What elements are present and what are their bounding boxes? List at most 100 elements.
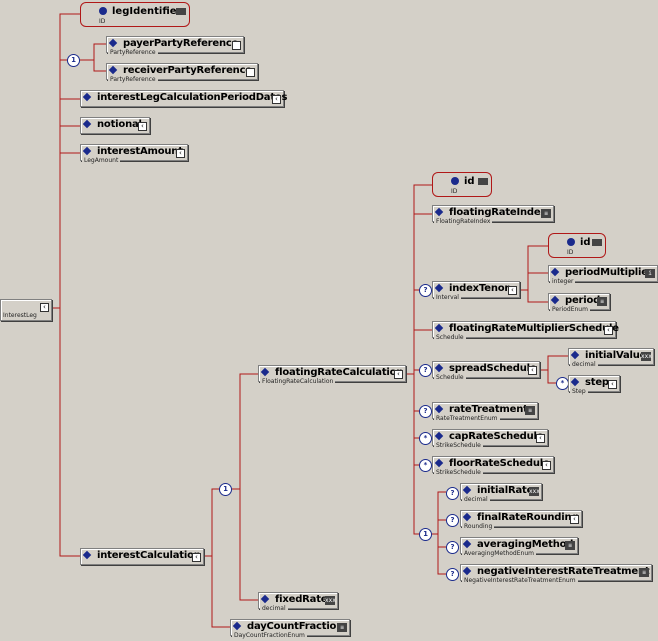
node-step[interactable]: step ‹ (568, 375, 620, 392)
attribute-id[interactable]: id ID (432, 172, 492, 197)
attribute-name: id (464, 176, 475, 187)
element-type: PartyReference (108, 76, 158, 83)
element-type: NegativeInterestRateTreatmentEnum (462, 577, 578, 584)
attribute-icon (567, 238, 575, 246)
element-icon (462, 485, 472, 495)
element-type: Step (570, 388, 588, 395)
attribute-name: legIdentifier (112, 6, 182, 17)
many-icon: * (419, 432, 432, 445)
enum-type-icon: ≡ (525, 406, 535, 415)
element-type: Schedule (434, 374, 466, 381)
node-indextenor[interactable]: indexTenor ‹ (432, 281, 520, 298)
simple-type-icon: xxx (325, 596, 336, 605)
node-interestamount[interactable]: interestAmount ‹ (80, 144, 188, 161)
node-receiverpartyreference[interactable]: receiverPartyReference (106, 63, 258, 80)
element-type: LegAmount (82, 157, 121, 164)
node-periodmultiplier[interactable]: periodMultiplier i (548, 265, 658, 282)
node-floatingrateindex[interactable]: floatingRateIndex ≡ (432, 205, 554, 222)
node-spreadschedule[interactable]: spreadSchedule ‹ (432, 361, 540, 378)
node-finalraterounding[interactable]: finalRateRounding ‹ (460, 510, 582, 527)
root-type: InterestLeg (3, 312, 37, 319)
element-icon (82, 550, 92, 560)
optional-icon: ? (419, 364, 432, 377)
expand-icon[interactable]: ‹ (394, 370, 403, 379)
attribute-id[interactable]: id ID (548, 233, 606, 258)
element-type: decimal (570, 361, 598, 368)
expand-icon[interactable]: ‹ (508, 286, 517, 295)
element-icon (550, 295, 560, 305)
element-name: period (565, 295, 601, 306)
expand-icon[interactable]: ‹ (272, 95, 281, 104)
element-name: floatingRateIndex (449, 207, 547, 218)
element-icon (434, 363, 444, 373)
attribute-type: ID (567, 249, 574, 256)
optional-icon: ? (446, 487, 459, 500)
choice-icon: 1 (67, 54, 80, 67)
element-name: initialValue (585, 350, 647, 361)
element-type: integer (550, 278, 576, 285)
expand-icon[interactable]: ‹ (528, 366, 537, 375)
node-interestlegcalculationperioddates[interactable]: interestLegCalculationPeriodDates ‹ (80, 90, 287, 107)
element-icon (570, 377, 580, 387)
element-type: PartyReference (108, 49, 158, 56)
attribute-icon (451, 177, 459, 185)
element-name: finalRateRounding (477, 512, 579, 523)
expand-icon[interactable] (246, 68, 255, 77)
optional-icon: ? (419, 284, 432, 297)
element-name: fixedRate (275, 594, 328, 605)
node-payerpartyreference[interactable]: payerPartyReference (106, 36, 244, 53)
element-icon (570, 350, 580, 360)
element-icon (434, 283, 444, 293)
optional-icon: ? (446, 514, 459, 527)
node-initialvalue[interactable]: initialValue xxx (568, 348, 654, 365)
optional-icon: ? (419, 405, 432, 418)
node-capratesched[interactable]: capRateSchedule ‹ (432, 429, 548, 446)
element-type: Interval (434, 294, 461, 301)
expand-icon[interactable]: ‹ (542, 461, 551, 470)
element-name: floorRateSchedule (449, 458, 550, 469)
element-type: Schedule (434, 334, 466, 341)
simple-type-icon (176, 8, 186, 15)
node-interestcalculation[interactable]: interestCalculation ‹ (80, 548, 204, 565)
many-icon: * (419, 459, 432, 472)
attribute-name: id (580, 237, 591, 248)
expand-icon[interactable]: ‹ (570, 515, 579, 524)
node-floatingratemultiplierschedule[interactable]: floatingRateMultiplierSchedule ‹ (432, 321, 619, 338)
element-type: decimal (462, 496, 490, 503)
element-type: RateTreatmentEnum (434, 415, 500, 422)
optional-icon: ? (446, 568, 459, 581)
attribute-legidentifier[interactable]: legIdentifier ID (80, 2, 190, 27)
expand-icon[interactable]: ‹ (604, 326, 613, 335)
expand-icon[interactable]: ‹ (536, 434, 545, 443)
simple-type-icon (592, 239, 602, 246)
element-name: interestCalculation (97, 550, 201, 561)
choice-icon: 1 (419, 528, 432, 541)
element-type: Rounding (462, 523, 495, 530)
element-icon (108, 38, 118, 48)
node-fixedrate[interactable]: fixedRate xxx (258, 592, 338, 609)
simple-type-icon: xxx (641, 352, 652, 361)
attribute-type: ID (99, 18, 106, 25)
element-name: payerPartyReference (123, 38, 239, 49)
expand-icon[interactable] (232, 41, 241, 50)
element-name: notional (97, 119, 142, 130)
element-type: DayCountFractionEnum (232, 632, 307, 639)
element-name: initialRate (477, 485, 534, 496)
element-icon (108, 65, 118, 75)
node-notional[interactable]: notional ‹ (80, 117, 150, 134)
element-icon (462, 539, 472, 549)
node-initialrate[interactable]: initialRate xxx (460, 483, 542, 500)
element-icon (82, 119, 92, 129)
expand-icon[interactable]: ‹ (192, 553, 201, 562)
integer-type-icon: i (645, 269, 655, 278)
enum-type-icon: ≡ (337, 623, 347, 632)
element-icon (462, 566, 472, 576)
expand-icon[interactable]: ‹ (608, 380, 617, 389)
node-floorratesched[interactable]: floorRateSchedule ‹ (432, 456, 554, 473)
expand-icon[interactable]: ‹ (176, 149, 185, 158)
expand-icon[interactable]: ‹ (138, 122, 147, 131)
expand-icon[interactable]: ‹ (40, 303, 49, 312)
root-interestleg[interactable]: InterestLeg ‹ (0, 299, 52, 321)
